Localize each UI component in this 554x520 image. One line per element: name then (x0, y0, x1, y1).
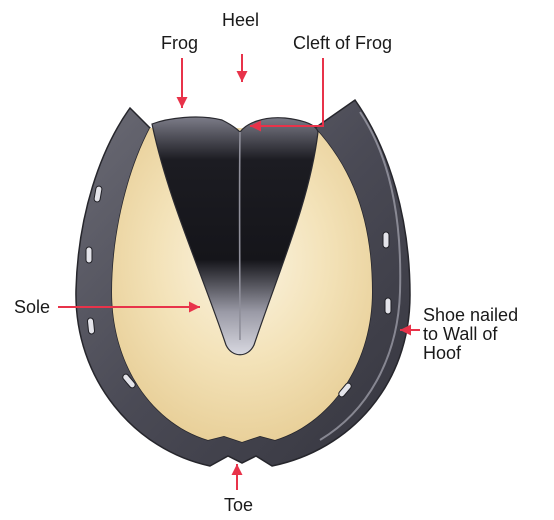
frog-arrow (177, 58, 188, 108)
shoe-label-line-2: to Wall of (423, 325, 543, 344)
heel-label: Heel (222, 11, 259, 30)
heel-arrow (237, 54, 248, 82)
nail-hole (87, 318, 95, 335)
nail-hole (86, 247, 92, 263)
nail-hole (385, 298, 391, 314)
sole-label: Sole (14, 298, 50, 317)
toe-arrow (232, 464, 243, 490)
frog-label: Frog (161, 34, 198, 53)
shoe-nailed-label: Shoe nailed to Wall of Hoof (423, 306, 543, 363)
shoe-label-line-1: Shoe nailed (423, 306, 543, 325)
nail-hole (383, 232, 389, 248)
cleft-of-frog-label: Cleft of Frog (293, 34, 392, 53)
toe-label: Toe (224, 496, 253, 515)
shoe-label-line-3: Hoof (423, 344, 543, 363)
